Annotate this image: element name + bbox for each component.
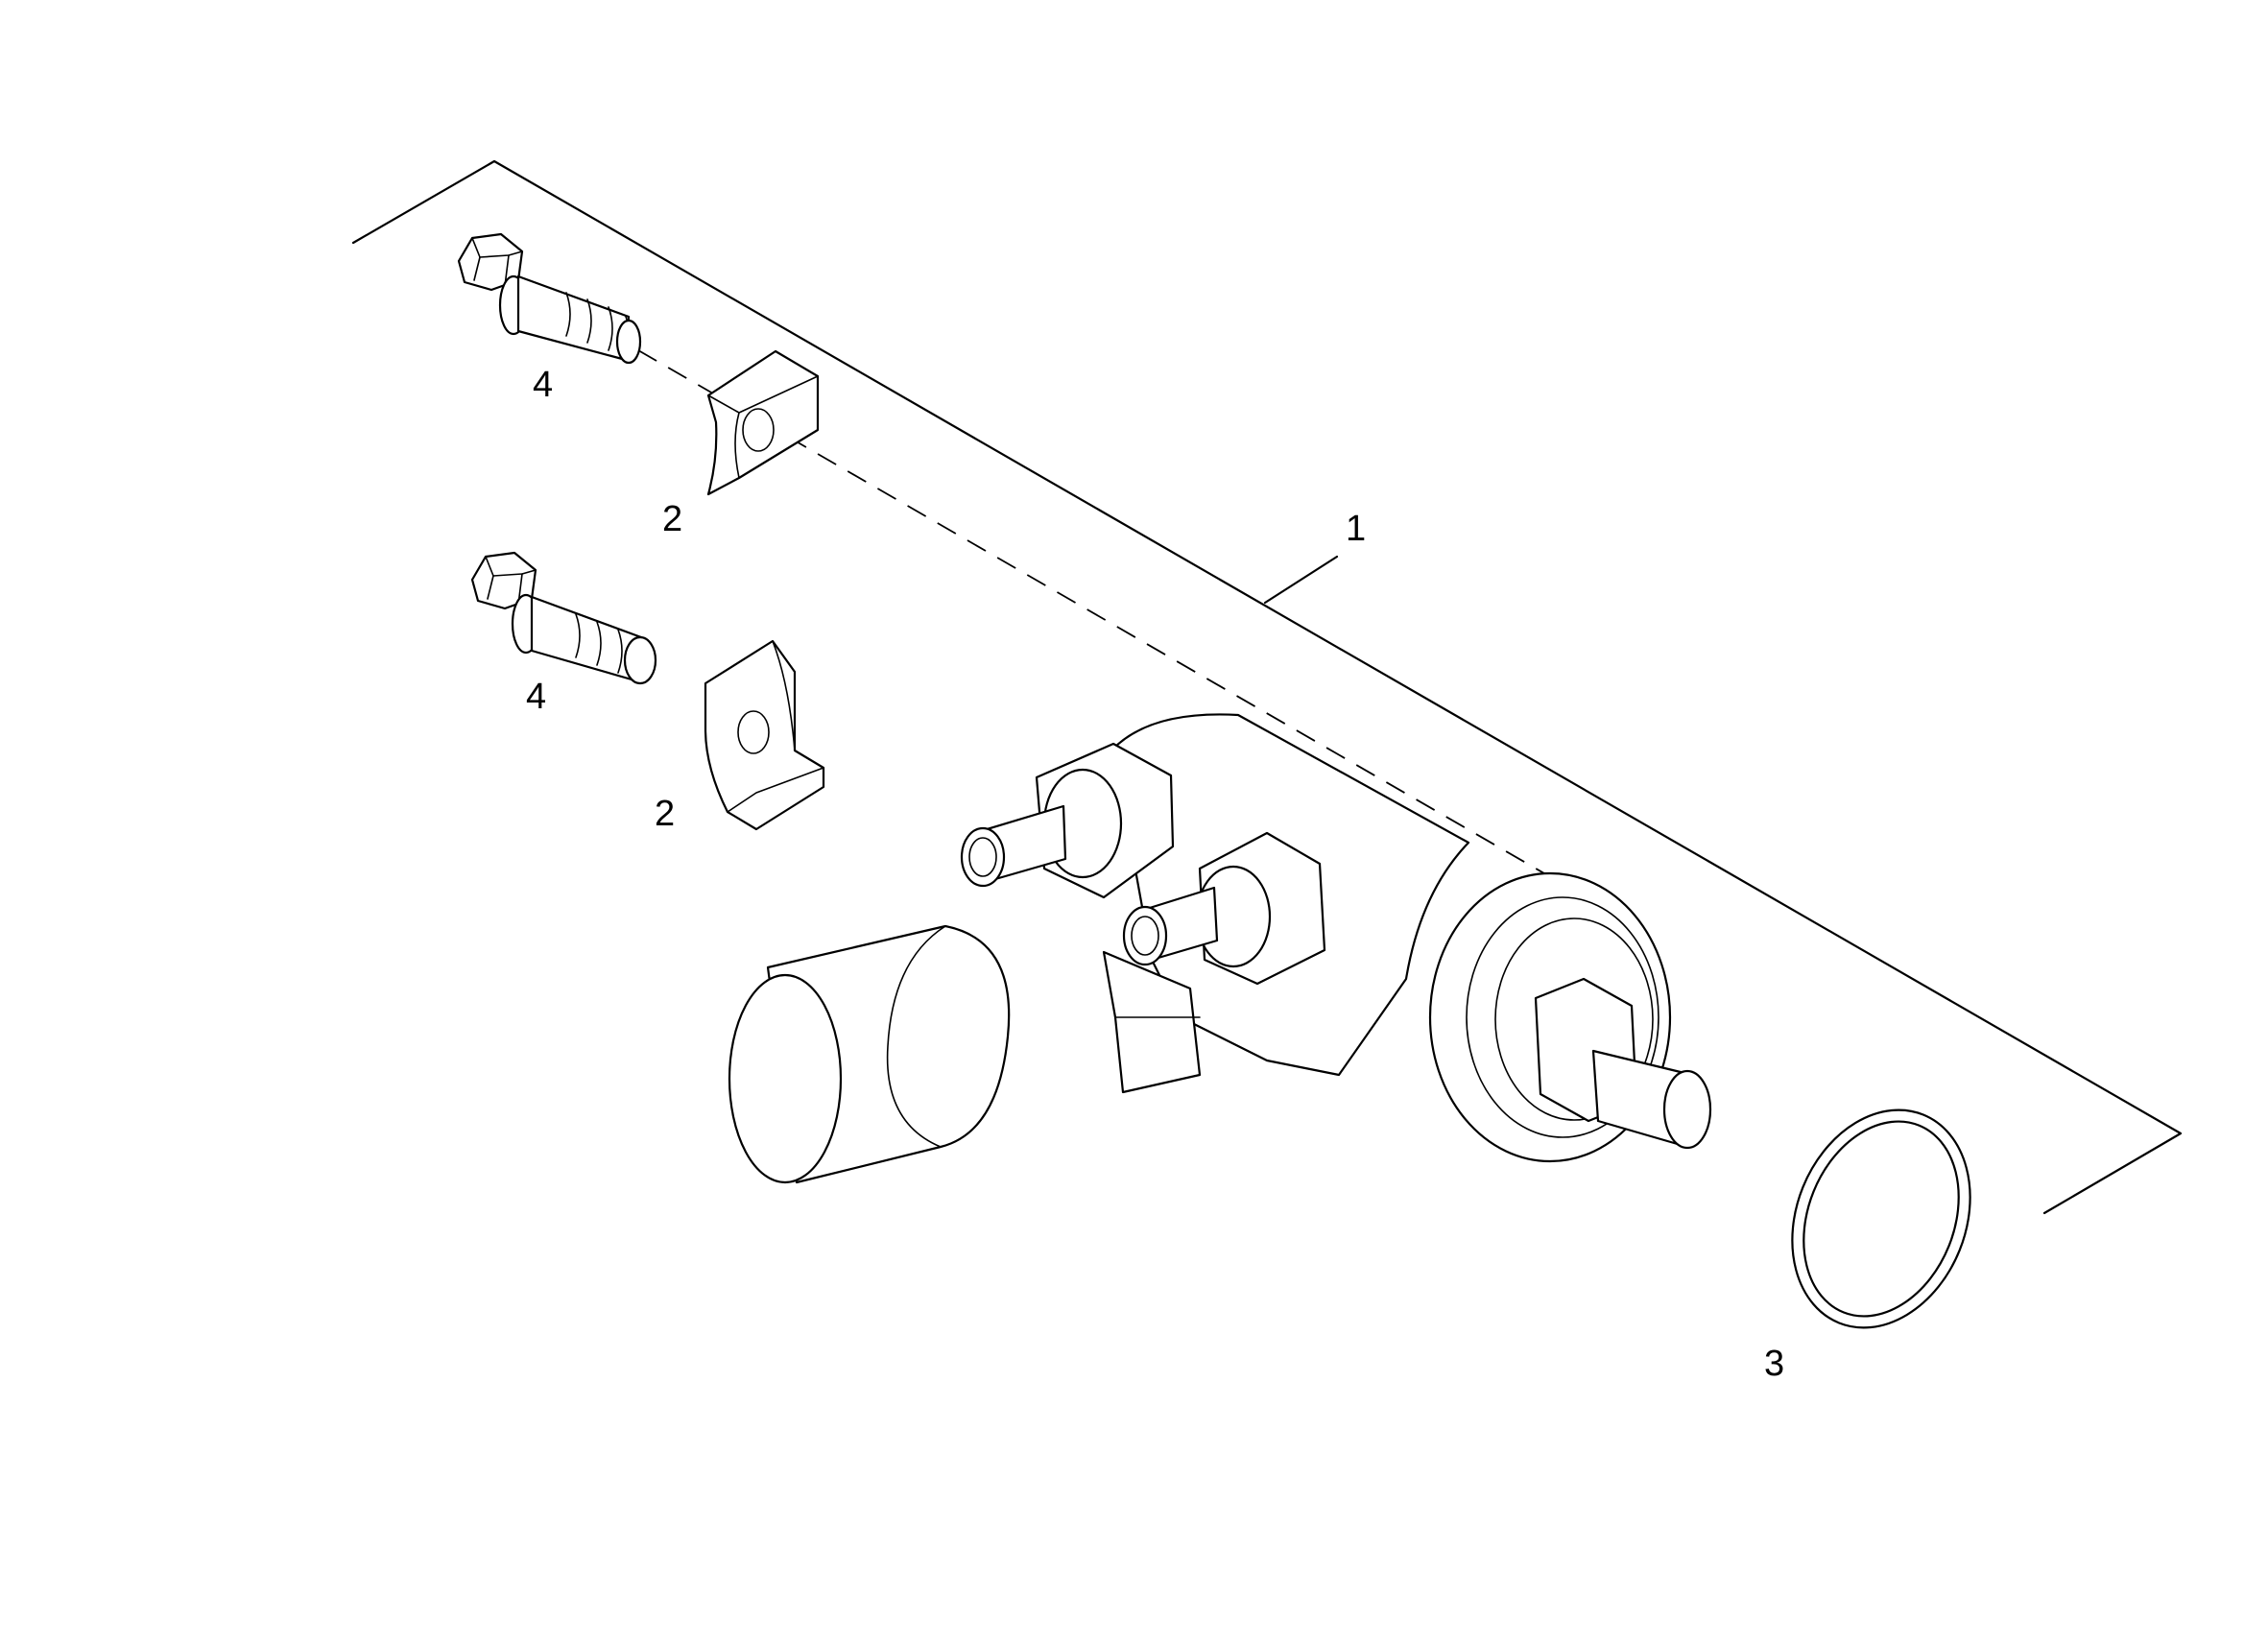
fitting-assembly bbox=[728, 713, 1712, 1184]
bolt-upper bbox=[457, 232, 642, 365]
clip-upper bbox=[706, 349, 820, 496]
callout-clip-lower: 2 bbox=[655, 794, 675, 834]
callout-bolt-lower: 4 bbox=[526, 677, 546, 717]
o-ring bbox=[1791, 1108, 1971, 1329]
bolt-lower bbox=[470, 551, 657, 685]
callout-assembly: 1 bbox=[1346, 509, 1366, 549]
callout-clip-upper: 2 bbox=[662, 499, 682, 539]
leader-line-1 bbox=[1263, 555, 1339, 605]
callout-o-ring: 3 bbox=[1764, 1344, 1784, 1384]
clip-lower bbox=[704, 639, 825, 831]
callout-bolt-upper: 4 bbox=[533, 365, 553, 405]
assembly-bracket bbox=[351, 159, 2183, 1215]
